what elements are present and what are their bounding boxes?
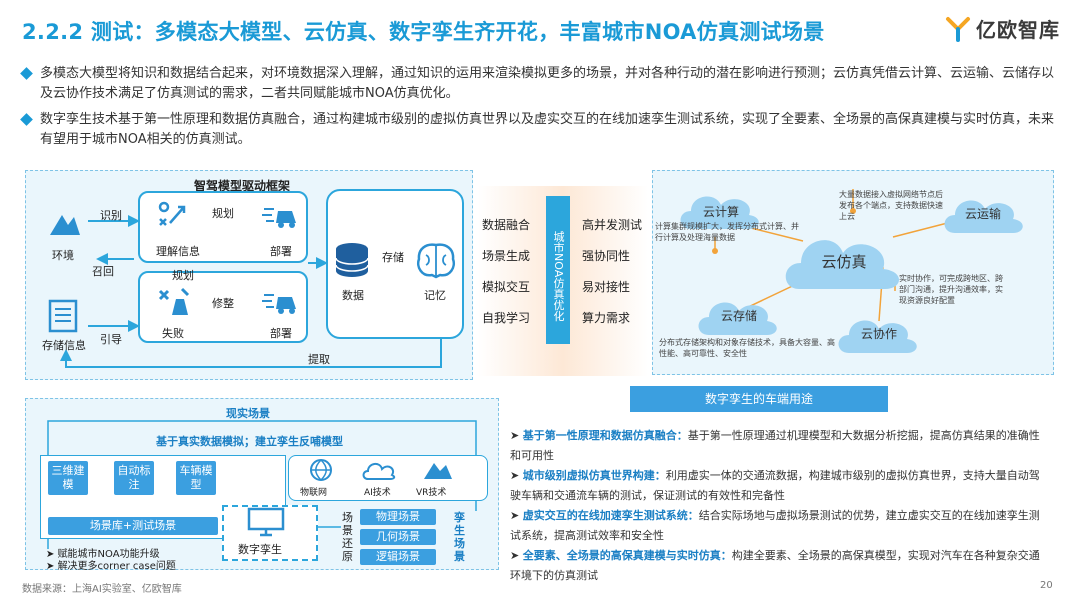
page-number: 20: [1040, 580, 1053, 591]
center-vertical-label: 城市NOA仿真优化: [546, 196, 570, 344]
recall-label: 召回: [92, 265, 114, 278]
tool-auto-annotation: 自动标注: [114, 461, 154, 495]
center-right-item-4: 算力需求: [582, 311, 631, 325]
memory-label: 记忆: [424, 289, 446, 302]
guide-label: 引导: [100, 333, 122, 346]
footer-source: 数据来源：上海AI实验室、亿欧智库: [22, 584, 182, 595]
icon-label-ai: AI技术: [364, 488, 391, 498]
failure-label: 失败: [162, 327, 184, 340]
deploy-label-1: 部署: [270, 245, 292, 258]
application-item-1: ➤ 基于第一性原理和数据仿真融合：基于第一性原理通过机理模型和大数据分析挖掘，提…: [510, 429, 1040, 462]
storage-info-label: 存储信息: [42, 339, 86, 352]
cloud-sim-icon: [785, 240, 899, 289]
application-item-4: ➤ 全要素、全场景的高保真建模与实时仿真：构建全要素、全场景的高保真模型，实现对…: [510, 549, 1040, 582]
identify-label: 识别: [100, 209, 122, 222]
cloud-storage-icon: [698, 302, 777, 335]
scene-restore-label: 场景还原: [342, 511, 353, 563]
failure-icon: [158, 287, 190, 315]
center-left-item-1: 数据融合: [482, 218, 531, 232]
store-label: 存储: [382, 251, 404, 264]
monitor-icon: [247, 507, 285, 537]
center-left-item-2: 场景生成: [482, 249, 531, 263]
note-collab: 实时协作，可完成跨地区、跨部门沟通，提升沟通效率，实现资源良好配置: [899, 274, 1003, 305]
scene-logical: 逻辑场景: [360, 549, 436, 565]
scene-physical: 物理场景: [360, 509, 436, 525]
connector-dot: [712, 248, 718, 254]
application-item-2: ➤ 城市级别虚拟仿真世界构建：利用虚实一体的交通流数据，构建城市级别的虚拟仿真世…: [510, 469, 1040, 502]
twin-scene-label: 孪生场景: [454, 511, 465, 563]
model-framework-panel: 智驾模型驱动框架 环境 识别 召回 理解信息 规划 部署 规划 失败 修整 部署…: [25, 170, 473, 380]
center-left-item-4: 自我学习: [482, 311, 531, 325]
bullet-paragraph-1: 多模态大模型将知识和数据结合起来，对环境数据深入理解，通过知识的运用来渲染模拟更…: [20, 64, 1062, 104]
database-icon: [335, 243, 369, 277]
plan-label: 规划: [212, 207, 234, 220]
center-right-item-3: 易对接性: [582, 280, 631, 294]
vr-icon: [424, 463, 452, 479]
note-storage: 分布式存储架构和对象存储技术，具备大容量、高性能、高可靠性、安全性: [659, 338, 835, 358]
icon-label-iot: 物联网: [300, 488, 328, 498]
cloud-collab-label: 云协作: [860, 327, 897, 341]
center-right-item-2: 强协同性: [582, 249, 631, 263]
brain-icon: [417, 243, 455, 279]
diamond-bullet-icon: [20, 113, 33, 126]
digital-twin-box: [222, 505, 318, 561]
application-item-3: ➤ 虚实交互的在线加速孪生测试系统：结合实际场地与虚拟场景测试的优势，建立虚实交…: [510, 509, 1040, 542]
benefit-2: ➤ 解决更多corner case问题: [46, 561, 176, 572]
cloud-collab-icon: [838, 320, 917, 353]
brand-icon: [946, 16, 970, 42]
data-label: 数据: [342, 289, 364, 302]
note-compute: 计算集群规模扩大，发挥分布式计算、并行计算及处理海量数据: [655, 222, 799, 242]
deploy-label-2: 部署: [270, 327, 292, 340]
cloud-transport-label: 云运输: [964, 207, 1001, 221]
tool-3d-modeling: 三维建模: [48, 461, 88, 495]
center-left-item-3: 模拟交互: [482, 280, 531, 294]
document-icon: [48, 299, 78, 333]
understand-label: 理解信息: [156, 245, 200, 258]
iot-globe-icon: [310, 459, 332, 481]
extract-label: 提取: [308, 353, 330, 366]
brand-logo: 亿欧智库: [944, 14, 1060, 43]
framework-title: 智驾模型驱动框架: [194, 179, 291, 193]
real-scene-label: 现实场景: [226, 407, 270, 420]
fix-label: 修整: [212, 297, 234, 310]
car-deploy-icon-2: [262, 294, 296, 314]
note-transport: 大量数据接入虚拟网络节点后发布各个端点，支持数据快速上云: [839, 190, 943, 221]
strategy-icon: [158, 201, 186, 226]
diamond-bullet-icon: [20, 67, 33, 80]
icon-label-vr: VR技术: [416, 488, 447, 498]
ai-cloud-icon: [362, 463, 396, 480]
cloud-transport-icon: [944, 200, 1023, 233]
benefit-1: ➤ 赋能城市NOA功能升级: [46, 549, 160, 560]
library-bar: 场景库+测试场景: [48, 517, 218, 535]
cloud-compute-icon: [680, 196, 759, 229]
applications-list: ➤ 基于第一性原理和数据仿真融合：基于第一性原理通过机理模型和大数据分析挖掘，提…: [510, 426, 1050, 586]
digital-twin-panel: 现实场景 基于真实数据模拟；建立孪生反哺模型 三维建模 自动标注 车辆模型 场景…: [25, 398, 499, 572]
cloud-sim-label: 云仿真: [821, 253, 867, 271]
plan2-label: 规划: [172, 269, 194, 282]
cloud-compute-label: 云计算: [702, 205, 739, 219]
center-right-item-1: 高并发测试: [582, 218, 643, 232]
cloud-sim-panel: 云计算 云运输 云仿真 云存储 云协作 计算集群规模扩大，发挥分布式计算、并行计…: [652, 170, 1054, 375]
scene-geometric: 几何场景: [360, 529, 436, 545]
env-label: 环境: [52, 249, 74, 262]
bullet-paragraph-2: 数字孪生技术基于第一性原理和数据仿真融合，通过构建城市级别的虚拟仿真世界以及虚实…: [20, 110, 1062, 150]
page-title: 2.2.2 测试：多模态大模型、云仿真、数字孪生齐开花，丰富城市NOA仿真测试场…: [22, 20, 825, 44]
cloud-storage-label: 云存储: [720, 309, 757, 323]
connector-dot: [850, 208, 856, 214]
digital-twin-label: 数字孪生: [238, 543, 282, 556]
tool-vehicle-model: 车辆模型: [176, 461, 216, 495]
twin-subtitle: 基于真实数据模拟；建立孪生反哺模型: [156, 435, 343, 448]
car-deploy-icon: [262, 208, 296, 228]
brand-name: 亿欧智库: [976, 18, 1060, 42]
environment-icon: [50, 215, 80, 235]
applications-header: 数字孪生的车端用途: [630, 386, 888, 412]
